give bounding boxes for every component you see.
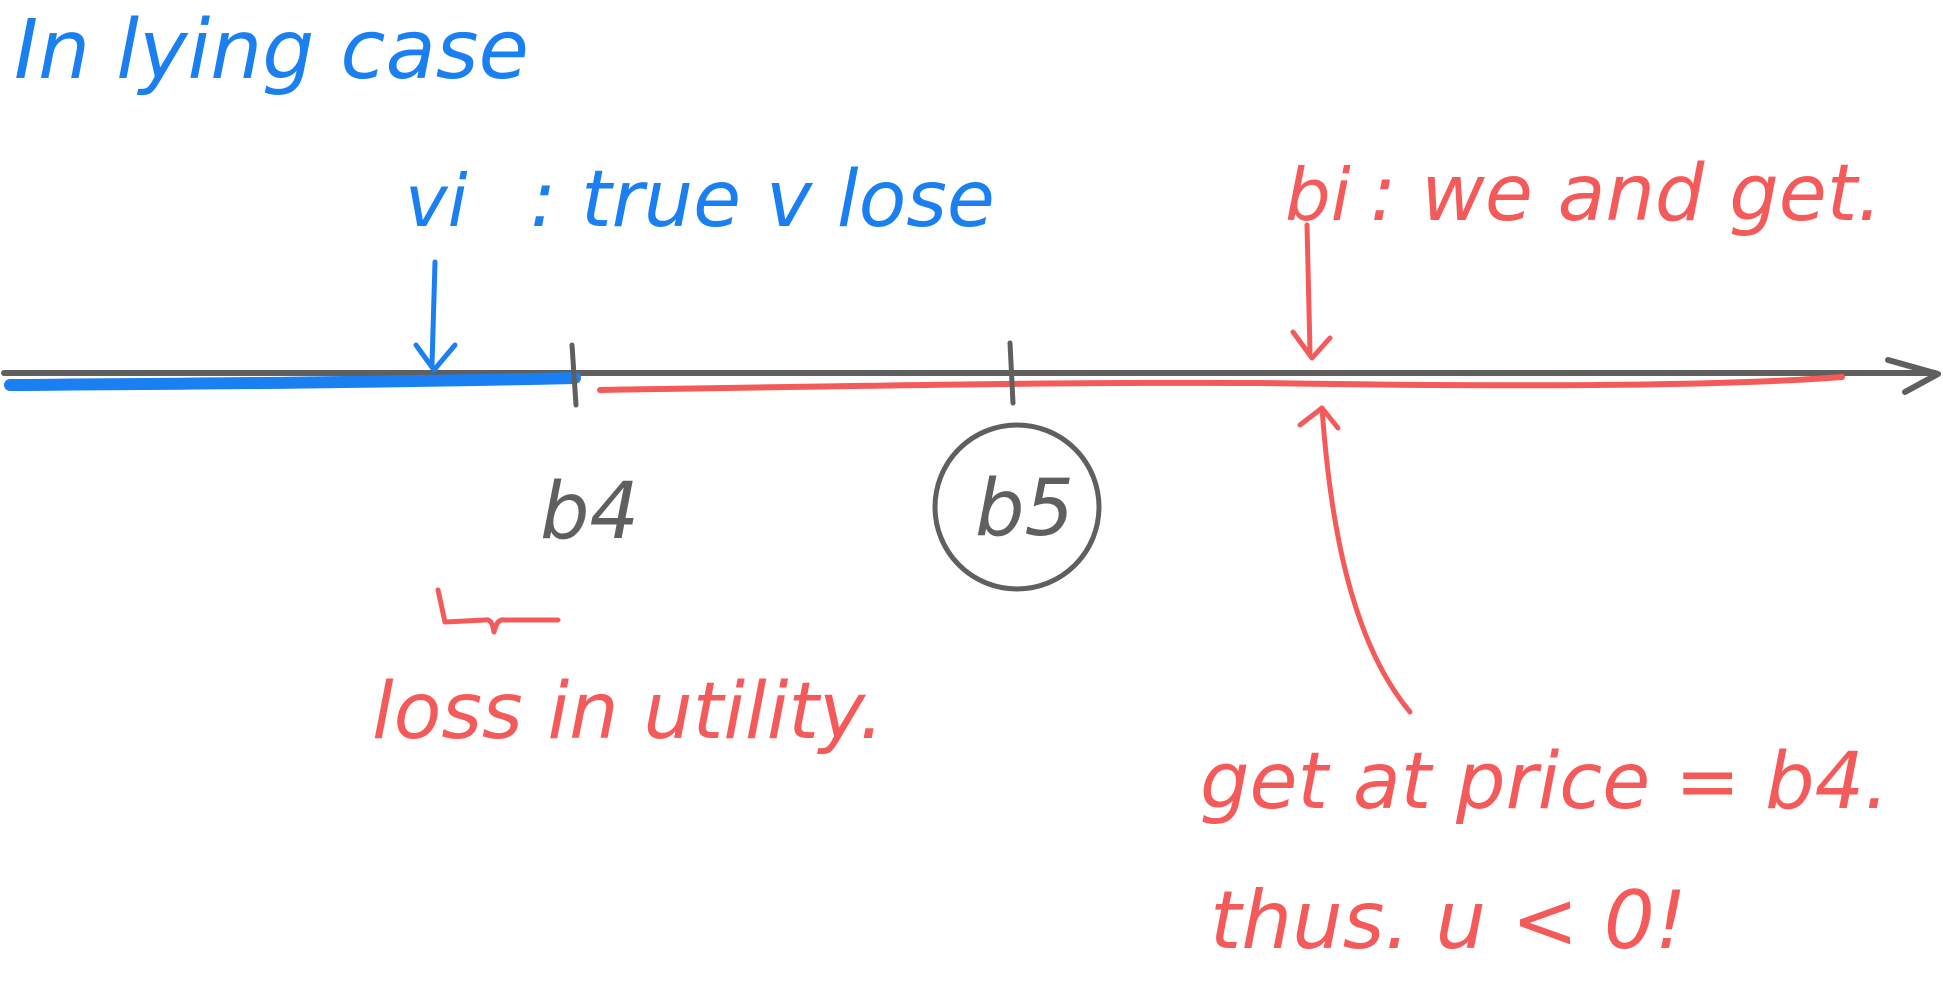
heading: In lying case (14, 3, 529, 98)
tick-b4 (569, 342, 579, 408)
price-note: get at price = b4. (1200, 737, 1889, 827)
red-segment (597, 374, 1845, 393)
blue-segment (4, 372, 581, 391)
tick-b5-label: b5 (975, 464, 1074, 554)
vi-arrow-shaft (429, 259, 438, 368)
bid-symbol: bi (1285, 153, 1351, 237)
bid-note: : we and get. (1370, 149, 1882, 239)
tick-b5 (1007, 340, 1016, 406)
arrow-head-icon (1885, 357, 1941, 395)
number-line (1, 357, 1941, 395)
b5-circle (932, 422, 1102, 592)
true-value-note: : true v lose (530, 155, 995, 245)
conclusion: thus. u < 0! (1210, 874, 1687, 967)
price-arrow (1319, 405, 1413, 715)
loss-note: loss in utility. (372, 667, 884, 757)
loss-brace (435, 587, 561, 635)
true-value-symbol: vi (405, 159, 468, 243)
bi-arrow-head-icon (1290, 329, 1333, 361)
price-arrow-head-icon (1297, 405, 1341, 431)
bi-arrow-shaft (1304, 222, 1313, 355)
vi-arrow-head-icon (413, 342, 458, 373)
tick-b4-label: b4 (540, 467, 639, 557)
